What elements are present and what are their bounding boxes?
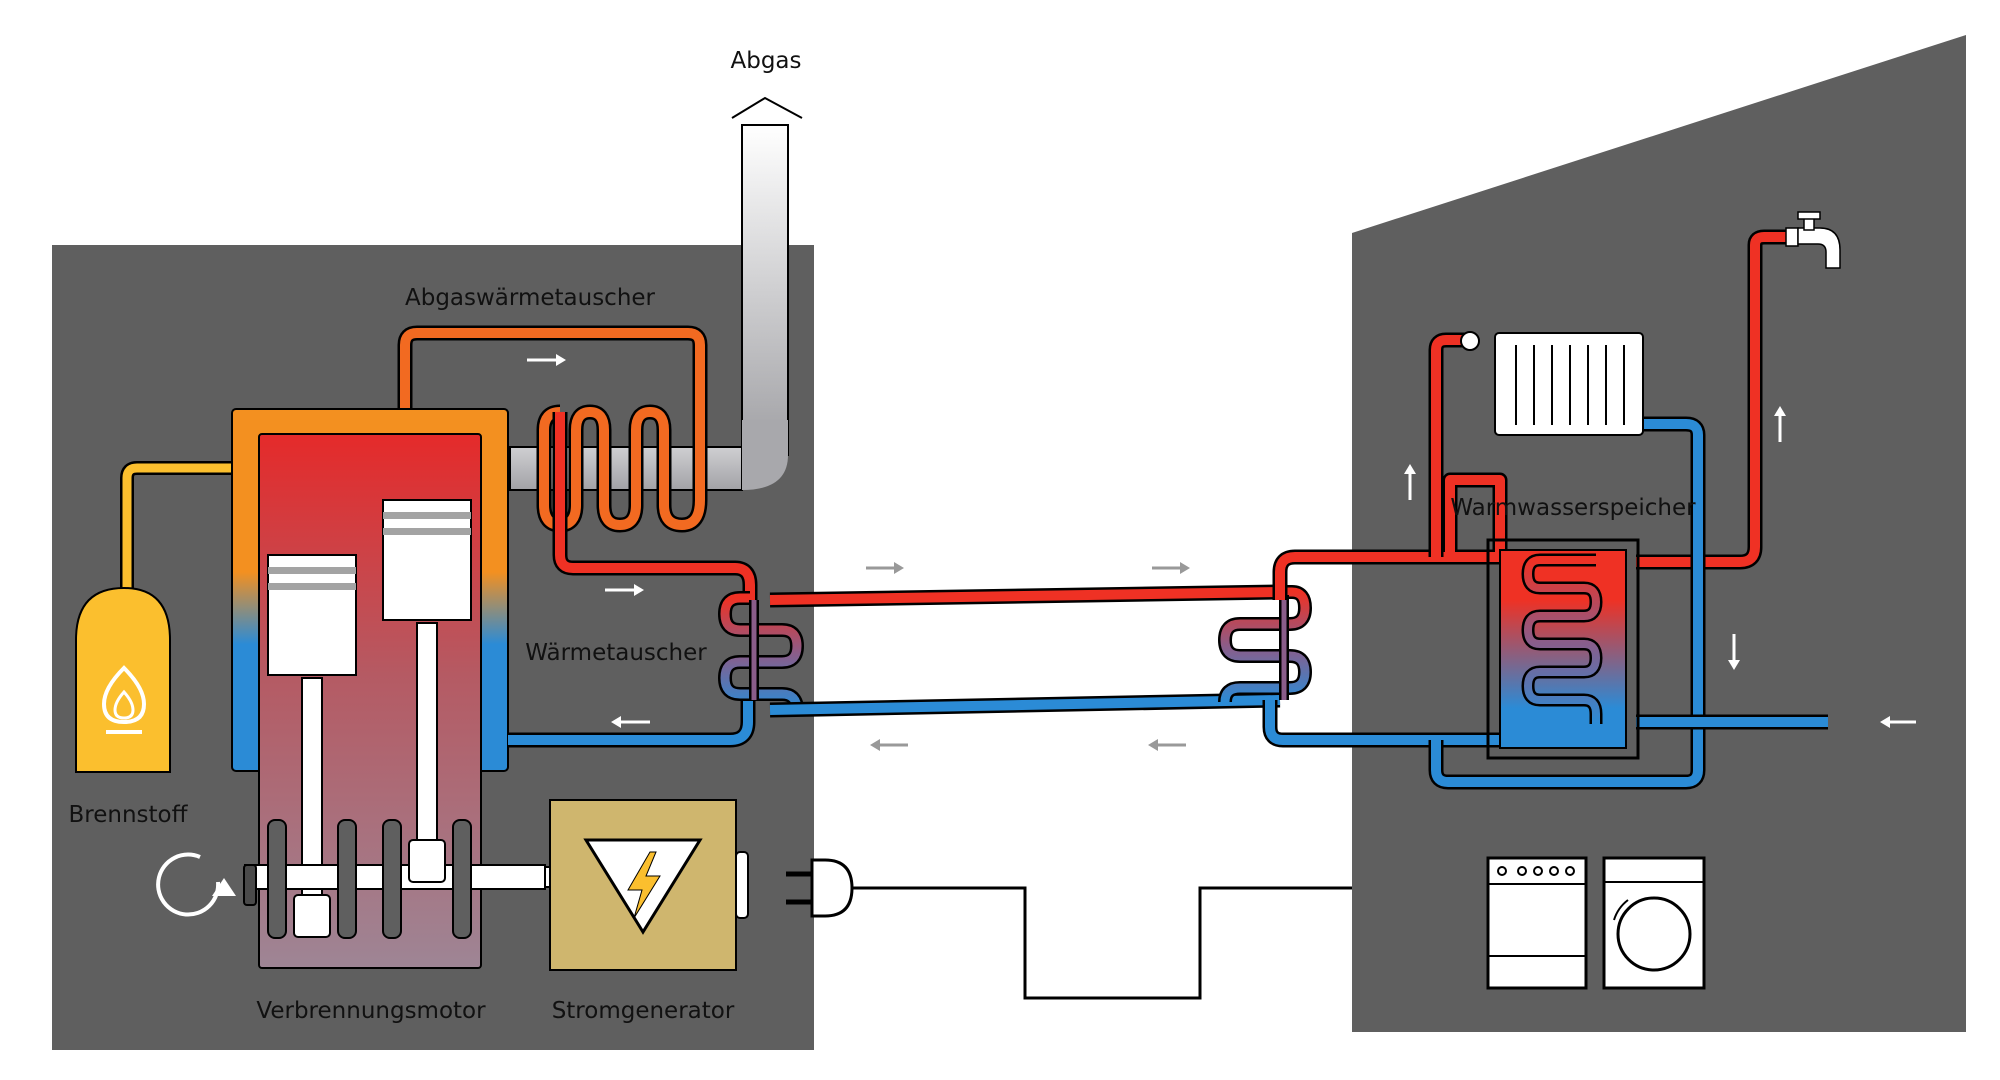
heat-exchanger-right [1217, 585, 1313, 703]
arrow-left-icon [1880, 716, 1916, 728]
crankshaft [243, 819, 564, 939]
arrow-up-icon [1404, 464, 1416, 500]
chimney-cap [731, 96, 803, 119]
radiator [1460, 331, 1644, 436]
stove [1486, 856, 1588, 990]
piston-left [267, 554, 357, 909]
arrow-right-icon [1152, 562, 1190, 574]
label-hot-water-tank: Warmwasserspeicher [1450, 495, 1696, 521]
plug-icon [786, 858, 854, 918]
hot-water-tank [1486, 538, 1640, 760]
arrow-left-icon [611, 716, 650, 728]
arrow-right-icon [527, 354, 566, 366]
radiator-valve [1460, 331, 1480, 351]
label-exhaust-heat-exchanger: Abgaswärmetauscher [405, 285, 656, 311]
heat-exchanger-left [717, 591, 805, 711]
label-fuel: Brennstoff [69, 802, 189, 828]
flow-arrows-house [1404, 406, 1916, 728]
house-hot-loop [1272, 229, 1786, 600]
flow-arrows-transfer [866, 562, 1190, 751]
label-combustion-engine: Verbrennungsmotor [256, 998, 486, 1024]
flame-icon [101, 665, 147, 734]
piston-right [382, 499, 472, 854]
power-generator [549, 799, 749, 971]
transfer-lines [769, 584, 1281, 718]
arrow-up-icon [1774, 406, 1786, 442]
label-exhaust: Abgas [730, 48, 801, 74]
house-cold-loop [1262, 416, 1828, 790]
arrow-right-icon [605, 584, 644, 596]
fuel-line [120, 461, 240, 598]
exhaust-heat-exchanger-coil [397, 325, 758, 600]
arrow-left-icon [1148, 739, 1186, 751]
engine-return-line [508, 700, 756, 748]
arrow-right-icon [866, 562, 904, 574]
faucet-icon [1785, 211, 1841, 269]
fuel-tank [75, 586, 171, 773]
label-power-generator: Stromgenerator [552, 998, 735, 1024]
flow-arrows-plant [527, 354, 650, 728]
washing-machine [1602, 856, 1706, 990]
lightning-icon [627, 851, 661, 919]
rotation-icon [156, 852, 236, 917]
label-heat-exchanger: Wärmetauscher [525, 640, 707, 666]
chimney [509, 96, 803, 491]
arrow-down-icon [1728, 634, 1740, 670]
arrow-left-icon [870, 739, 908, 751]
